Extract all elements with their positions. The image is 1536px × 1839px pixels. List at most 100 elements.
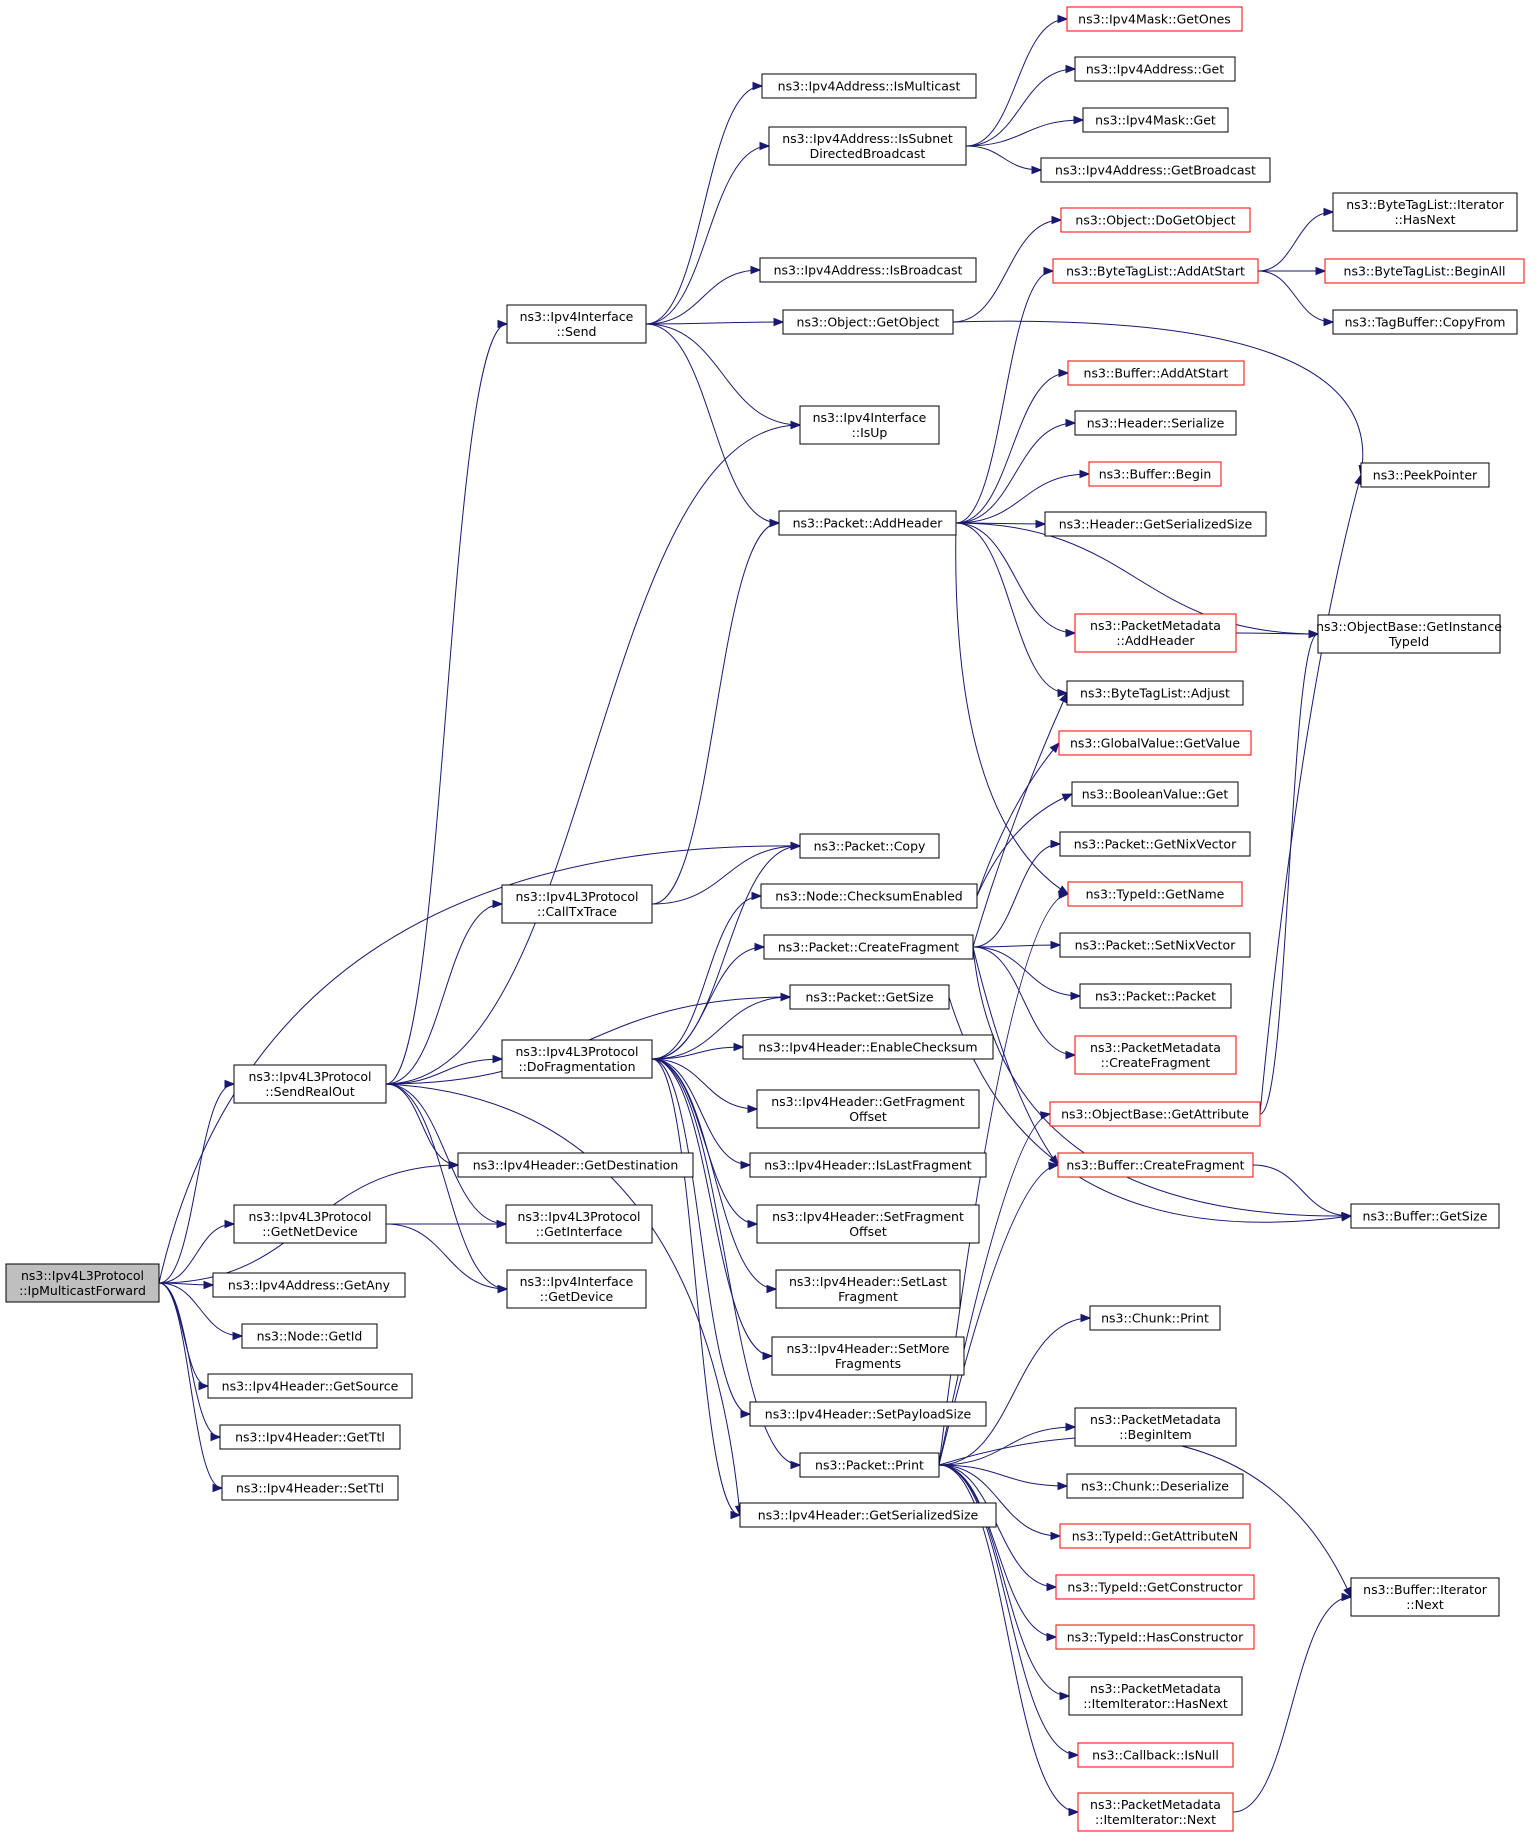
node-buf-addatstart[interactable]: ns3::Buffer::AddAtStart [1067, 360, 1245, 386]
node-hdr-setttl[interactable]: ns3::Ipv4Header::SetTtl [221, 1475, 399, 1501]
node-buf-begin[interactable]: ns3::Buffer::Begin [1088, 461, 1222, 487]
node-pm-beginitem[interactable]: ns3::PacketMetadata::BeginItem [1074, 1407, 1237, 1447]
node-box[interactable] [1077, 1742, 1234, 1768]
node-box[interactable] [221, 1475, 399, 1501]
node-root[interactable]: ns3::Ipv4L3Protocol::IpMulticastForward [5, 1263, 160, 1303]
node-pkt-getnix[interactable]: ns3::Packet::GetNixVector [1059, 831, 1251, 857]
node-box[interactable] [1059, 1523, 1251, 1549]
node-ob-getattr[interactable]: ns3::ObjectBase::GetAttribute [1049, 1101, 1261, 1127]
node-box[interactable] [212, 1272, 406, 1298]
node-box[interactable] [1067, 360, 1245, 386]
node-box[interactable] [1055, 1624, 1255, 1650]
node-hdr-setpayload[interactable]: ns3::Ipv4Header::SetPayloadSize [749, 1401, 987, 1427]
node-hdr-getsersize[interactable]: ns3::Ipv4Header::GetSerializedSize [739, 1502, 997, 1528]
node-addr-ismulticast[interactable]: ns3::Ipv4Address::IsMulticast [761, 73, 977, 99]
node-box[interactable] [1074, 410, 1237, 436]
node-hdr-getdest[interactable]: ns3::Ipv4Header::GetDestination [457, 1152, 694, 1178]
node-box[interactable] [1068, 1676, 1243, 1716]
node-box[interactable] [771, 1336, 965, 1376]
node-addr-getany[interactable]: ns3::Ipv4Address::GetAny [212, 1272, 406, 1298]
node-peekpointer[interactable]: ns3::PeekPointer [1360, 462, 1490, 488]
node-box[interactable] [1066, 6, 1243, 32]
node-hdr-islastfrag[interactable]: ns3::Ipv4Header::IsLastFragment [749, 1152, 987, 1178]
node-node-checksum[interactable]: ns3::Node::ChecksumEnabled [760, 883, 978, 909]
node-pkt-print[interactable]: ns3::Packet::Print [799, 1452, 940, 1478]
node-box[interactable] [763, 934, 974, 960]
node-addr-getbcast[interactable]: ns3::Ipv4Address::GetBroadcast [1040, 157, 1271, 183]
node-box[interactable] [1089, 1305, 1221, 1331]
node-box[interactable] [1074, 1035, 1237, 1075]
node-pkt-getsize[interactable]: ns3::Packet::GetSize [789, 984, 950, 1010]
node-box[interactable] [506, 304, 647, 344]
node-pkt-setnix[interactable]: ns3::Packet::SetNixVector [1059, 932, 1251, 958]
node-box[interactable] [1044, 511, 1267, 537]
node-calltxtrace[interactable]: ns3::Ipv4L3Protocol::CallTxTrace [501, 884, 653, 924]
node-box[interactable] [1074, 613, 1237, 653]
node-box[interactable] [233, 1204, 387, 1244]
node-btl-addatstart[interactable]: ns3::ByteTagList::AddAtStart [1052, 258, 1259, 284]
node-box[interactable] [219, 1424, 401, 1450]
node-box[interactable] [1074, 1407, 1237, 1447]
node-box[interactable] [1332, 309, 1518, 335]
node-box[interactable] [1077, 1792, 1234, 1832]
node-gv-getvalue[interactable]: ns3::GlobalValue::GetValue [1058, 730, 1252, 756]
node-box[interactable] [506, 1269, 647, 1309]
node-bv-get[interactable]: ns3::BooleanValue::Get [1071, 781, 1239, 807]
node-box[interactable] [778, 510, 957, 536]
node-ipv4if-send[interactable]: ns3::Ipv4Interface::Send [506, 304, 647, 344]
node-btl-beginall[interactable]: ns3::ByteTagList::BeginAll [1324, 258, 1525, 284]
node-hdr-getsource[interactable]: ns3::Ipv4Header::GetSource [207, 1373, 413, 1399]
node-tid-getctor[interactable]: ns3::TypeId::GetConstructor [1055, 1574, 1255, 1600]
node-obj-getobject[interactable]: ns3::Object::GetObject [782, 309, 954, 335]
node-buf-createfrag[interactable]: ns3::Buffer::CreateFragment [1057, 1152, 1254, 1178]
node-chunk-deser[interactable]: ns3::Chunk::Deserialize [1066, 1473, 1244, 1499]
node-box[interactable] [233, 1064, 387, 1104]
node-pkt-addheader[interactable]: ns3::Packet::AddHeader [778, 510, 957, 536]
node-box[interactable] [1058, 730, 1252, 756]
node-btl-adjust[interactable]: ns3::ByteTagList::Adjust [1066, 680, 1244, 706]
node-node-getid[interactable]: ns3::Node::GetId [241, 1323, 378, 1349]
node-pm-itnext[interactable]: ns3::PacketMetadata::ItemIterator::Next [1077, 1792, 1234, 1832]
node-box[interactable] [1082, 107, 1229, 133]
node-box[interactable] [1049, 1101, 1261, 1127]
node-box[interactable] [759, 257, 977, 283]
node-box[interactable] [457, 1152, 694, 1178]
node-dofrag[interactable]: ns3::Ipv4L3Protocol::DoFragmentation [501, 1039, 653, 1079]
node-pm-createfrag[interactable]: ns3::PacketMetadata::CreateFragment [1074, 1035, 1237, 1075]
node-hdr-getttl[interactable]: ns3::Ipv4Header::GetTtl [219, 1424, 401, 1450]
node-box[interactable] [1071, 781, 1239, 807]
node-box[interactable] [1317, 614, 1501, 654]
node-if-isup[interactable]: ns3::Ipv4Interface::IsUp [799, 405, 940, 445]
node-box[interactable] [5, 1263, 160, 1303]
node-box[interactable] [1324, 258, 1525, 284]
node-box[interactable] [742, 1034, 994, 1060]
node-box[interactable] [1066, 1473, 1244, 1499]
node-getnetdevice[interactable]: ns3::Ipv4L3Protocol::GetNetDevice [233, 1204, 387, 1244]
node-pkt-packet[interactable]: ns3::Packet::Packet [1079, 983, 1232, 1009]
node-box[interactable] [1088, 461, 1222, 487]
node-tid-getname[interactable]: ns3::TypeId::GetName [1067, 881, 1243, 907]
node-box[interactable] [789, 984, 950, 1010]
node-box[interactable] [501, 884, 653, 924]
node-box[interactable] [760, 883, 978, 909]
node-pkt-copy[interactable]: ns3::Packet::Copy [799, 833, 940, 859]
node-hdr-getsersize2[interactable]: ns3::Header::GetSerializedSize [1044, 511, 1267, 537]
node-box[interactable] [749, 1152, 987, 1178]
node-box[interactable] [501, 1039, 653, 1079]
node-box[interactable] [207, 1373, 413, 1399]
node-box[interactable] [1040, 157, 1271, 183]
node-hdr-serialize[interactable]: ns3::Header::Serialize [1074, 410, 1237, 436]
node-pkt-createfrag[interactable]: ns3::Packet::CreateFragment [763, 934, 974, 960]
node-box[interactable] [1057, 1152, 1254, 1178]
node-sendrealout[interactable]: ns3::Ipv4L3Protocol::SendRealOut [233, 1064, 387, 1104]
node-box[interactable] [739, 1502, 997, 1528]
node-addr-issubnet[interactable]: ns3::Ipv4Address::IsSubnetDirectedBroadc… [768, 126, 967, 166]
node-box[interactable] [1060, 207, 1251, 233]
node-box[interactable] [1066, 680, 1244, 706]
node-btl-hasnext[interactable]: ns3::ByteTagList::Iterator::HasNext [1332, 192, 1518, 232]
node-box[interactable] [799, 1452, 940, 1478]
